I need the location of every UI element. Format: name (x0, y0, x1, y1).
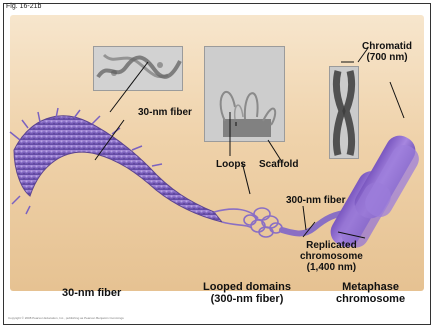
caption-looped-domains: Looped domains (300-nm fiber) (203, 281, 291, 305)
label-chromatid-size: (700 nm) (362, 52, 412, 63)
label-replicated-line2: chromosome (300, 251, 363, 262)
label-scaffold: Scaffold (259, 159, 298, 170)
looped-domains (214, 208, 282, 237)
label-replicated-line3: (1,400 nm) (300, 262, 363, 273)
caption-metaphase-line1: Metaphase (336, 281, 405, 293)
caption-metaphase-chromosome: Metaphase chromosome (336, 281, 405, 305)
label-replicated-chromosome: Replicated chromosome (1,400 nm) (300, 240, 363, 273)
caption-30nm-fiber: 30-nm fiber (62, 287, 121, 299)
caption-looped-domains-line1: Looped domains (203, 281, 291, 293)
label-300nm-fiber: 300-nm fiber (286, 195, 345, 206)
thick-30nm-fiber (10, 108, 222, 222)
label-30nm-fiber: 30-nm fiber (138, 107, 192, 118)
caption-metaphase-line2: chromosome (336, 293, 405, 305)
copyright-notice: Copyright © 2008 Pearson Education, Inc.… (8, 316, 124, 320)
caption-looped-domains-line2: (300-nm fiber) (203, 293, 291, 305)
metaphase-chromosome-shape (326, 131, 424, 253)
label-loops: Loops (216, 159, 246, 170)
label-chromatid: Chromatid (700 nm) (362, 41, 412, 63)
label-replicated-line1: Replicated (300, 240, 363, 251)
label-chromatid-name: Chromatid (362, 41, 412, 52)
